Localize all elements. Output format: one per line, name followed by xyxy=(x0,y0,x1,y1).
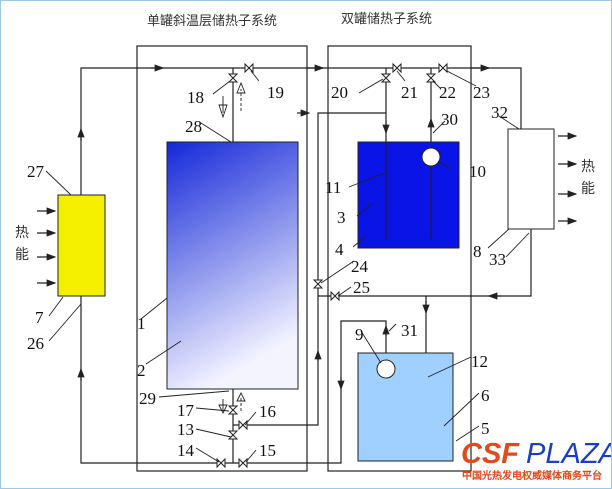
heat-in-label-1: 热 xyxy=(15,225,29,241)
label-29: 29 xyxy=(139,389,156,408)
label-15: 15 xyxy=(259,441,276,460)
valve-20 xyxy=(380,73,392,83)
cold-tank-5 xyxy=(357,352,454,462)
label-18: 18 xyxy=(187,88,204,107)
label-8: 8 xyxy=(473,242,482,261)
part-number-labels: 18 19 28 20 21 22 23 30 32 10 11 3 4 8 3… xyxy=(27,83,508,460)
valve-17 xyxy=(227,405,239,415)
label-1: 1 xyxy=(137,314,146,333)
label-5: 5 xyxy=(481,419,490,438)
label-25: 25 xyxy=(353,278,370,297)
label-16: 16 xyxy=(259,402,276,421)
valve-21 xyxy=(392,62,402,74)
label-19: 19 xyxy=(267,83,284,102)
thermocline-tank-1 xyxy=(166,141,299,390)
leader-lines xyxy=(45,70,530,463)
dual-tank-subsystem-frame xyxy=(327,45,472,472)
label-23: 23 xyxy=(473,83,490,102)
valve-25 xyxy=(330,290,340,302)
heat-exchanger-8 xyxy=(507,128,555,230)
valve-19 xyxy=(244,62,254,74)
hot-tank-3 xyxy=(357,141,460,249)
label-28: 28 xyxy=(185,117,202,136)
label-13: 13 xyxy=(177,420,194,439)
label-10: 10 xyxy=(469,162,486,181)
heater-7 xyxy=(57,194,106,297)
label-22: 22 xyxy=(439,83,456,102)
valve-14 xyxy=(216,457,226,469)
single-tank-system-title: 单罐斜温层储热子系统 xyxy=(147,14,277,29)
label-21: 21 xyxy=(401,83,418,102)
label-2: 2 xyxy=(137,361,146,380)
valve-18 xyxy=(227,73,239,83)
valve-22 xyxy=(425,73,437,83)
pump-10 xyxy=(421,147,441,167)
pump-9 xyxy=(376,359,396,379)
label-9: 9 xyxy=(355,325,364,344)
label-4: 4 xyxy=(335,240,344,259)
watermark-subtitle: 中国光热发电权威媒体商务平台 xyxy=(462,469,602,482)
valve-16 xyxy=(238,419,248,431)
label-32: 32 xyxy=(491,103,508,122)
label-14: 14 xyxy=(177,441,195,460)
label-24: 24 xyxy=(351,257,369,276)
valve-23 xyxy=(438,62,448,74)
heat-out-label-1: 热 xyxy=(581,159,595,175)
heat-output-arrows xyxy=(558,132,578,225)
valve-15 xyxy=(238,457,248,469)
label-20: 20 xyxy=(331,83,348,102)
valve-24 xyxy=(312,279,324,289)
watermark-brand-plaza: PLAZA xyxy=(526,438,611,470)
label-30: 30 xyxy=(441,110,458,129)
label-33: 33 xyxy=(489,250,506,269)
label-27: 27 xyxy=(27,162,45,181)
heat-input-arrows xyxy=(37,207,57,287)
valve-13 xyxy=(227,430,239,440)
dual-tank-system-title: 双罐储热子系统 xyxy=(341,12,432,27)
watermark-logo: CSF PLAZA 中国光热发电权威媒体商务平台 xyxy=(461,438,611,482)
label-31: 31 xyxy=(401,321,418,340)
watermark-brand-csf: CSF xyxy=(461,438,520,470)
label-3: 3 xyxy=(337,208,346,227)
label-7: 7 xyxy=(35,308,44,327)
label-6: 6 xyxy=(481,386,490,405)
label-17: 17 xyxy=(177,401,195,420)
label-11: 11 xyxy=(325,178,341,197)
heat-in-label-2: 能 xyxy=(15,247,29,263)
heat-out-label-2: 能 xyxy=(581,181,595,197)
label-12: 12 xyxy=(471,352,488,371)
label-26: 26 xyxy=(27,334,44,353)
valves xyxy=(216,62,448,469)
single-tank-subsystem-frame xyxy=(136,45,308,472)
